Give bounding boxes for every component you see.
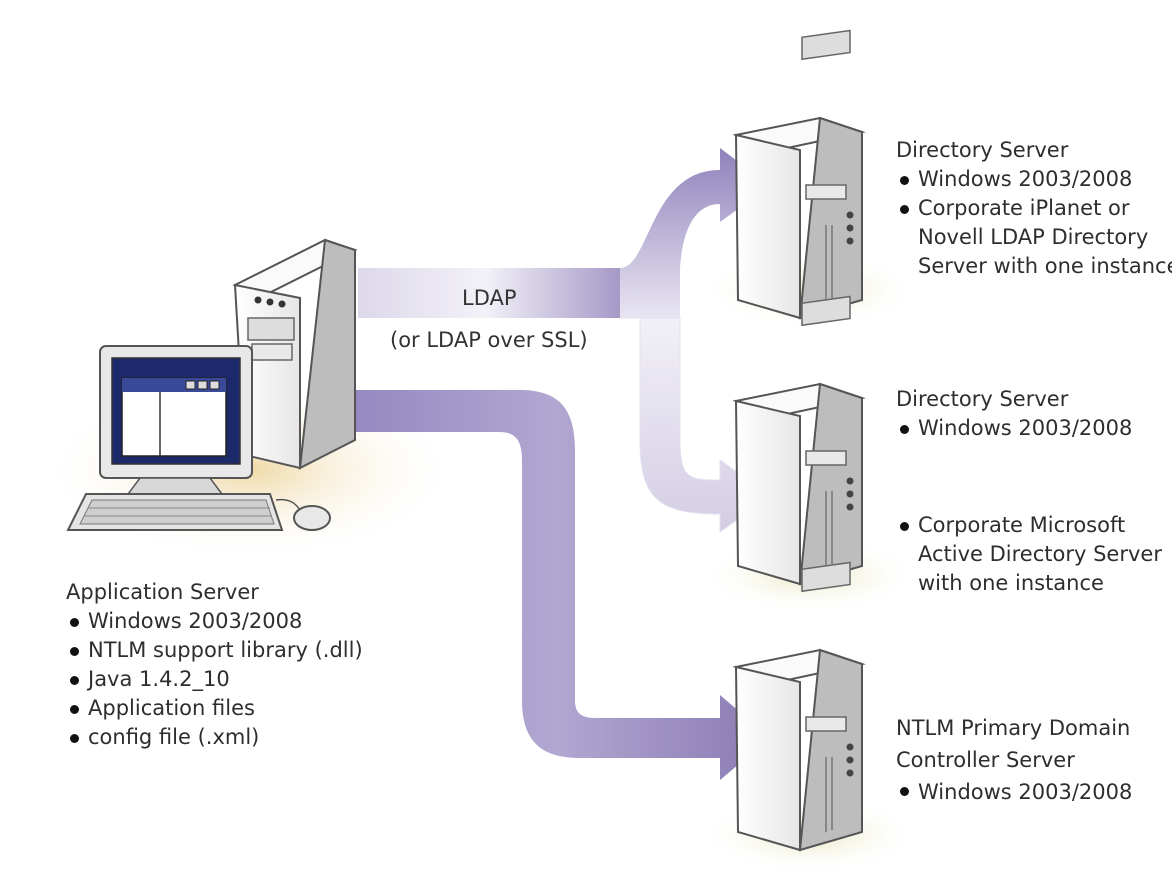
ntlm-arrow [340,390,770,780]
dir-server-2-label-b: Corporate Microsoft Active Directory Ser… [896,511,1162,598]
dir-server-1-item-cont: Novell LDAP Directory [918,225,1149,249]
ntlm-server-title-2: Controller Server [896,748,1075,772]
app-server-item: Application files [66,694,363,723]
app-server-tower [232,238,358,470]
app-server-item: NTLM support library (.dll) [66,636,363,665]
ntlm-server-label: NTLM Primary Domain Controller Server Wi… [896,712,1132,808]
dir-server-2-title: Directory Server [896,387,1069,411]
dir-server-2-item: Corporate Microsoft [896,511,1162,540]
app-server-item: Windows 2003/2008 [66,607,363,636]
ntlm-server-title-1: NTLM Primary Domain [896,716,1131,740]
app-keyboard [66,493,284,531]
app-server-label: Application Server Windows 2003/2008 NTL… [66,578,363,752]
app-monitor [99,345,253,495]
ntlm-server-tower [732,561,866,852]
app-mouse [275,498,331,531]
dir-server-1-item: Corporate iPlanet or [896,194,1172,223]
app-server-item: Java 1.4.2_10 [66,665,363,694]
dir-server-1-item: Windows 2003/2008 [896,165,1172,194]
dir-server-1-item-cont: Server with one instance [918,254,1172,278]
dir-server-2-tower [732,295,866,586]
dir-server-1-label: Directory Server Windows 2003/2008 Corpo… [896,136,1172,281]
dir-server-2-item-cont: Active Directory Server [918,542,1162,566]
app-server-item: config file (.xml) [66,723,363,752]
ldap-arrow-down [620,317,771,533]
dir-server-2-label: Directory Server Windows 2003/2008 [896,385,1132,443]
ldap-band [358,268,640,318]
dir-server-2-item-cont: with one instance [918,571,1104,595]
ldap-arrow-up [620,148,770,318]
dir-server-1-tower [732,29,866,320]
app-server-title: Application Server [66,580,259,604]
dir-server-1-title: Directory Server [896,138,1069,162]
dir-server-2-item: Windows 2003/2008 [896,414,1132,443]
ntlm-server-item: Windows 2003/2008 [896,776,1132,808]
ldap-ssl-label: (or LDAP over SSL) [390,328,588,352]
ldap-label: LDAP [462,286,517,310]
